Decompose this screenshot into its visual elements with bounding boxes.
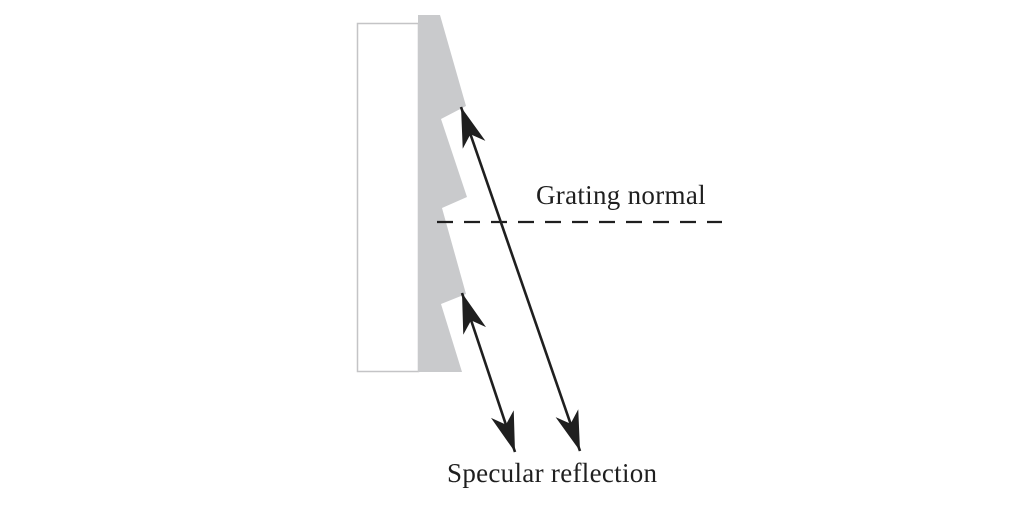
grating-normal-label: Grating normal (536, 180, 706, 210)
grating-sawtooth (418, 15, 467, 372)
specular-reflection-arrow-long (459, 106, 582, 452)
specular-reflection-label: Specular reflection (447, 458, 658, 488)
grating-substrate (356, 22, 420, 373)
specular-reflection-arrow-short (460, 292, 517, 453)
